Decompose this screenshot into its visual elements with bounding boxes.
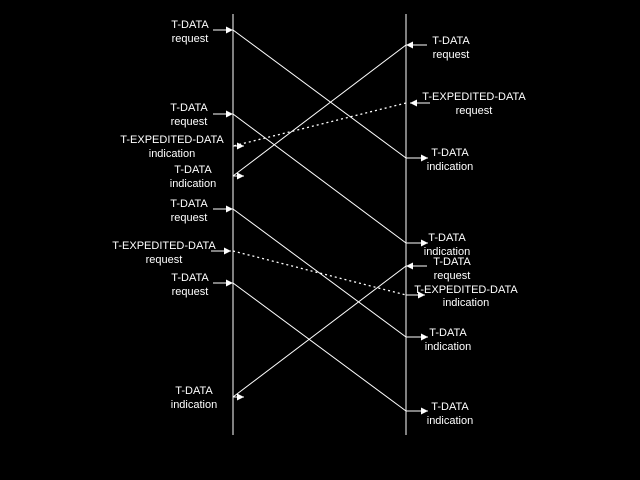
label-line1: T-DATA [432, 35, 470, 47]
label-right-data-indication-3: T-DATA indication [425, 327, 471, 353]
message-line-3 [232, 113, 407, 244]
label-line2: request [172, 286, 209, 298]
label-line2: indication [425, 341, 471, 353]
label-right-data-request-2: T-DATA request [433, 256, 471, 282]
label-line2: request [433, 49, 470, 61]
label-line2: request [171, 116, 208, 128]
message-line-expedited-1 [232, 102, 407, 147]
label-left-expedited-indication: T-EXPEDITED-DATA indication [120, 134, 224, 160]
label-line2: indication [424, 246, 470, 258]
label-line2: request [456, 105, 493, 117]
label-line1: T-DATA [175, 385, 213, 397]
label-line2: indication [149, 148, 195, 160]
label-line2: request [434, 270, 471, 282]
label-left-data-request-2: T-DATA request [170, 102, 208, 128]
label-left-data-request-1: T-DATA request [171, 19, 209, 45]
label-line1: T-DATA [171, 19, 209, 31]
label-line2: indication [443, 297, 489, 309]
label-line1: T-DATA [171, 272, 209, 284]
label-right-data-indication-4: T-DATA indication [427, 401, 473, 427]
label-line1: T-EXPEDITED-DATA [422, 91, 526, 103]
label-line2: indication [171, 399, 217, 411]
message-line-4 [232, 208, 407, 338]
message-line-5 [232, 265, 407, 398]
label-line1: T-DATA [170, 198, 208, 210]
label-line1: T-DATA [174, 164, 212, 176]
label-line1: T-DATA [170, 102, 208, 114]
label-right-data-indication-1: T-DATA indication [427, 147, 473, 173]
label-right-expedited-indication: T-EXPEDITED-DATA indication [414, 284, 518, 309]
message-line-1 [232, 29, 407, 159]
label-line2: indication [427, 161, 473, 173]
message-line-6 [232, 282, 407, 412]
label-line2: request [146, 254, 183, 266]
label-line1: T-DATA [428, 232, 466, 244]
label-right-expedited-request: T-EXPEDITED-DATA request [422, 91, 526, 117]
label-line2: indication [427, 415, 473, 427]
label-line1: T-DATA [429, 327, 467, 339]
label-line2: indication [170, 178, 216, 190]
label-line1: T-EXPEDITED-DATA [414, 284, 518, 296]
label-line1: T-EXPEDITED-DATA [112, 240, 216, 252]
label-line2: request [171, 212, 208, 224]
label-line1: T-DATA [431, 401, 469, 413]
label-right-data-request-1: T-DATA request [432, 35, 470, 61]
label-right-data-indication-2: T-DATA indication [424, 232, 470, 258]
label-line2: request [172, 33, 209, 45]
label-line1: T-DATA [431, 147, 469, 159]
label-left-data-indication-2: T-DATA indication [171, 385, 217, 411]
label-left-expedited-request: T-EXPEDITED-DATA request [112, 240, 216, 266]
label-left-data-request-4: T-DATA request [171, 272, 209, 298]
label-line1: T-EXPEDITED-DATA [120, 134, 224, 146]
label-left-data-request-3: T-DATA request [170, 198, 208, 224]
label-left-data-indication-1: T-DATA indication [170, 164, 216, 190]
message-line-2 [232, 44, 407, 177]
label-line1: T-DATA [433, 256, 471, 268]
